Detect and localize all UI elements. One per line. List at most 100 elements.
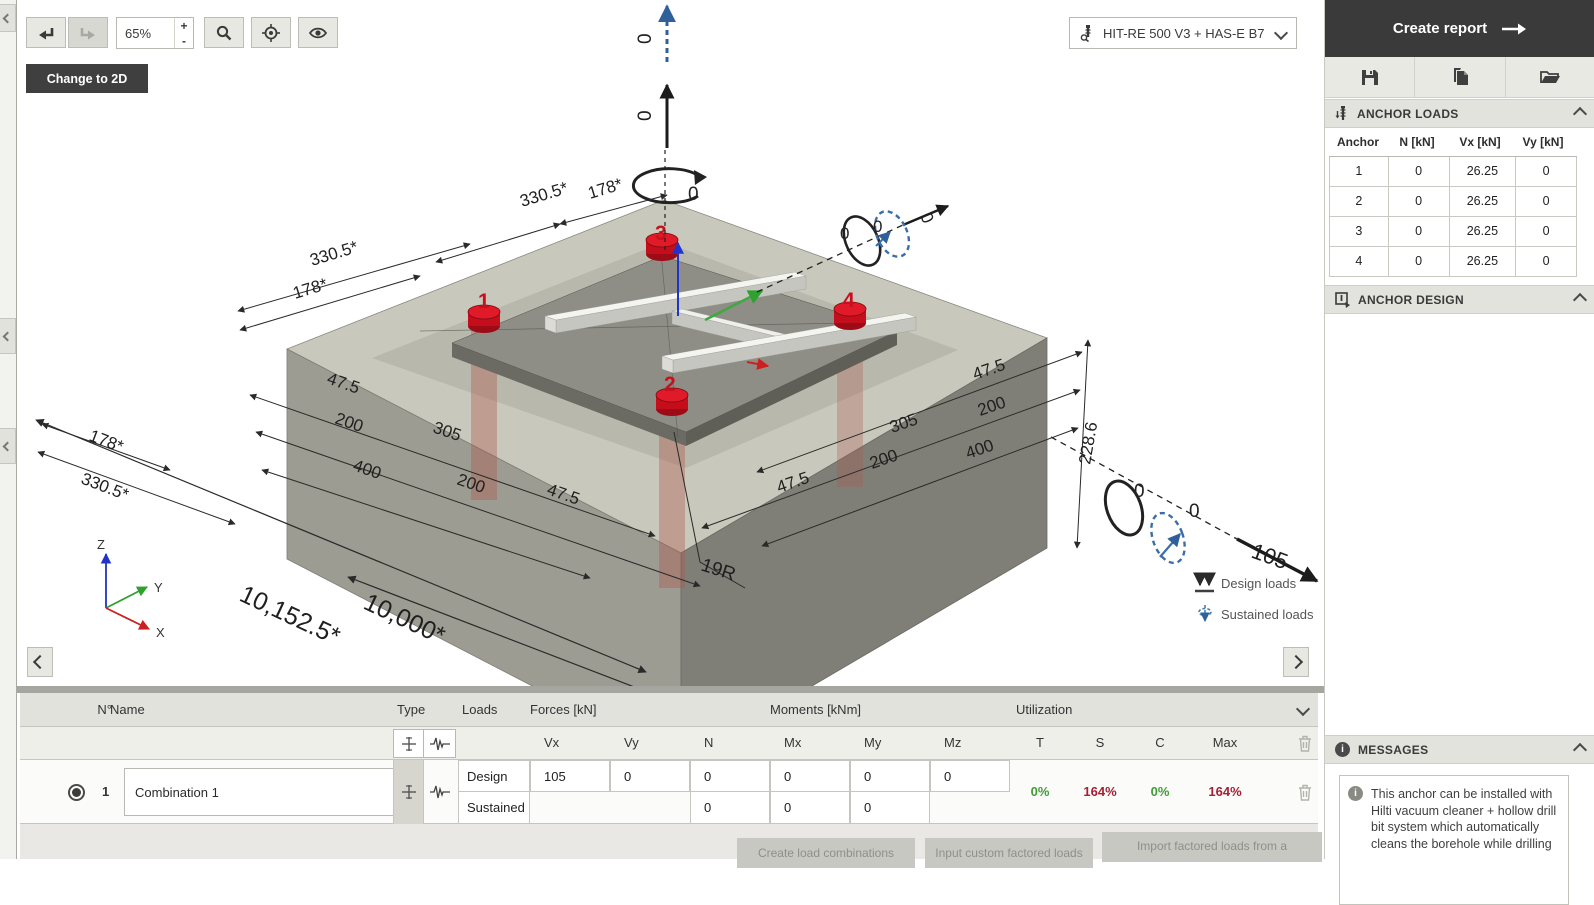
open-file-button[interactable] bbox=[1506, 57, 1594, 97]
axis-label-x: X bbox=[156, 625, 165, 640]
zoom-out-button[interactable]: - bbox=[182, 33, 186, 48]
vx-design-arrow bbox=[1236, 537, 1319, 583]
change-to-2d-label: Change to 2D bbox=[46, 71, 128, 86]
messages-title: MESSAGES bbox=[1358, 742, 1429, 757]
al-cell: 0 bbox=[1389, 247, 1450, 276]
trash-icon[interactable] bbox=[1298, 784, 1312, 801]
center-view-button[interactable] bbox=[251, 17, 291, 48]
util-c: 0% bbox=[1150, 784, 1170, 799]
import-factored-loads-button[interactable]: Import factored loads from a bbox=[1102, 832, 1322, 862]
info-icon: i bbox=[1348, 786, 1363, 801]
dim-label: 330.5* bbox=[308, 237, 361, 270]
anchor-product-dropdown[interactable]: HIT-RE 500 V3 + HAS-E B7 1... bbox=[1069, 17, 1297, 49]
anchor-design-title: ANCHOR DESIGN bbox=[1358, 292, 1464, 307]
3d-model-viewport[interactable]: 1 2 3 4 330.5* 178* bbox=[0, 0, 1324, 686]
load-label: 0 bbox=[840, 224, 849, 243]
file-toolbar bbox=[1325, 57, 1594, 98]
change-to-2d-button[interactable]: Change to 2D bbox=[26, 64, 148, 93]
seismic-load-icon bbox=[430, 785, 450, 799]
anchor-3[interactable] bbox=[645, 232, 679, 261]
chevron-left-icon bbox=[32, 654, 48, 670]
design-mx-cell[interactable]: 0 bbox=[770, 760, 850, 792]
save-button[interactable] bbox=[1325, 57, 1416, 97]
zoom-input[interactable]: 65% bbox=[125, 25, 152, 41]
anchor-2[interactable] bbox=[655, 387, 689, 416]
load-label: 0 bbox=[1134, 481, 1145, 502]
sustained-mx-cell[interactable]: 0 bbox=[770, 791, 850, 824]
collapse-table-chevron[interactable] bbox=[1295, 701, 1311, 717]
messages-section-header[interactable]: i MESSAGES bbox=[1325, 735, 1594, 764]
anchor-design-icon bbox=[1335, 291, 1350, 308]
dim-label: 330.5* bbox=[518, 178, 571, 211]
sub-s: S bbox=[1095, 735, 1105, 750]
chevron-up-icon bbox=[1572, 106, 1588, 121]
redo-button[interactable] bbox=[68, 17, 108, 48]
design-my-cell[interactable]: 0 bbox=[850, 760, 930, 792]
anchor-loads-icon bbox=[1335, 106, 1346, 120]
pan-left-button[interactable] bbox=[27, 647, 53, 677]
sustained-n-cell[interactable]: 0 bbox=[690, 791, 770, 824]
static-type-header[interactable] bbox=[393, 729, 424, 758]
static-type-cell[interactable] bbox=[393, 760, 424, 824]
trash-icon[interactable] bbox=[1298, 735, 1312, 752]
col-num: N° bbox=[97, 702, 112, 717]
axis-label-z: Z bbox=[97, 537, 105, 552]
row-number: 1 bbox=[102, 784, 110, 799]
seismic-type-cell[interactable] bbox=[424, 760, 456, 824]
combination-name-input[interactable]: Combination 1 bbox=[124, 768, 414, 816]
new-file-button[interactable] bbox=[1415, 57, 1506, 97]
right-panel: Create report ANCHOR LOADS Anchor N [kN]… bbox=[1324, 0, 1594, 905]
arrow-right-icon bbox=[1502, 23, 1527, 34]
al-cell: 0 bbox=[1389, 187, 1450, 216]
design-vx-cell[interactable]: 105 bbox=[530, 760, 610, 792]
anchor-1[interactable] bbox=[467, 304, 501, 333]
anchor-4[interactable] bbox=[833, 301, 867, 330]
create-load-combinations-button[interactable]: Create load combinations bbox=[737, 838, 915, 868]
design-mz-cell[interactable]: 0 bbox=[930, 760, 1010, 792]
create-report-button[interactable]: Create report bbox=[1325, 0, 1594, 57]
open-folder-icon bbox=[1540, 71, 1561, 83]
moment-arc-sustained-2 bbox=[1150, 511, 1186, 565]
design-n-cell[interactable]: 0 bbox=[690, 760, 770, 792]
al-cell: 26.25 bbox=[1450, 157, 1517, 186]
table-row[interactable]: 4 0 26.25 0 bbox=[1329, 247, 1577, 277]
table-row[interactable]: 3 0 26.25 0 bbox=[1329, 217, 1577, 247]
zoom-in-button[interactable]: + bbox=[180, 18, 188, 33]
sub-t: T bbox=[1036, 735, 1044, 750]
seismic-type-header[interactable] bbox=[424, 729, 456, 758]
pan-right-button[interactable] bbox=[1283, 647, 1309, 677]
search-view-button[interactable] bbox=[204, 17, 244, 48]
al-cell: 1 bbox=[1329, 157, 1389, 186]
input-custom-factored-loads-button[interactable]: Input custom factored loads bbox=[925, 838, 1093, 868]
chevron-left-icon bbox=[2, 331, 13, 341]
design-label-cell: Design bbox=[458, 760, 530, 792]
design-vy-cell[interactable]: 0 bbox=[610, 760, 690, 792]
al-cell: 0 bbox=[1389, 217, 1450, 246]
sustained-my-cell[interactable]: 0 bbox=[850, 791, 930, 824]
collapse-tab-top[interactable] bbox=[0, 4, 16, 32]
anchor-number: 4 bbox=[843, 289, 855, 312]
anchor-loads-section-header[interactable]: ANCHOR LOADS bbox=[1325, 99, 1594, 128]
visibility-button[interactable] bbox=[298, 17, 338, 48]
combination-radio[interactable] bbox=[68, 784, 85, 801]
dim-label: 330.5* bbox=[79, 469, 132, 504]
table-row[interactable]: 2 0 26.25 0 bbox=[1329, 187, 1577, 217]
legend-design-loads: Design loads bbox=[1221, 576, 1297, 591]
undo-button[interactable] bbox=[26, 17, 66, 48]
anchor-design-section-header[interactable]: ANCHOR DESIGN bbox=[1325, 285, 1594, 314]
anchor-loads-table: Anchor N [kN] Vx [kN] Vy [kN] 1 0 26.25 … bbox=[1329, 128, 1577, 277]
al-col: Anchor bbox=[1337, 135, 1379, 149]
static-load-icon bbox=[401, 736, 416, 751]
create-report-label: Create report bbox=[1392, 20, 1488, 37]
combination-row: 1 Combination 1 Design Sustained 105 0 0… bbox=[20, 760, 1318, 824]
dim-label: 178* bbox=[291, 274, 330, 303]
chevron-left-icon bbox=[2, 441, 13, 451]
collapse-tab-low[interactable] bbox=[0, 428, 16, 464]
table-row[interactable]: 1 0 26.25 0 bbox=[1329, 157, 1577, 187]
chevron-right-icon bbox=[1288, 654, 1304, 670]
collapse-tab-mid[interactable] bbox=[0, 318, 16, 354]
dimension-lines bbox=[35, 193, 1092, 686]
al-col: Vx [kN] bbox=[1459, 135, 1501, 149]
save-icon bbox=[1362, 69, 1379, 85]
